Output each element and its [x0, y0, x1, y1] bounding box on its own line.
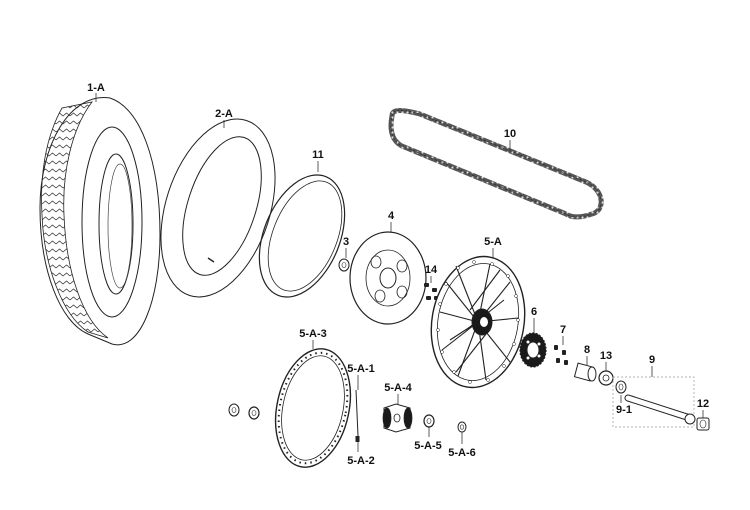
- label-spacer: 3: [343, 236, 349, 248]
- label-wheel: 5-A: [484, 236, 502, 248]
- label-bearing: 13: [600, 350, 612, 362]
- label-axle-nut: 12: [697, 398, 709, 410]
- spoke-nipple: [355, 436, 360, 442]
- tire: [39, 97, 161, 346]
- label-seal: 5-A-6: [448, 447, 476, 459]
- label-collar: 8: [584, 344, 590, 356]
- chain: [388, 108, 604, 220]
- label-sprocket-bolts: 7: [560, 324, 566, 336]
- label-spoke: 5-A-1: [347, 363, 375, 375]
- bearing: [598, 370, 614, 386]
- axle: [612, 376, 696, 428]
- part-labels: 1-A 2-A 11 10 3 4 5-A 14 6 7 8 13 9 12 9…: [87, 82, 709, 467]
- label-rim-band: 11: [312, 149, 324, 161]
- rim: [274, 348, 352, 468]
- spoke: [355, 389, 359, 437]
- label-sprocket: 6: [531, 306, 537, 318]
- brake-disc: [349, 231, 427, 325]
- label-hub-bearing: 5-A-5: [414, 440, 442, 452]
- label-tire: 1-A: [87, 82, 105, 94]
- hub: [382, 403, 413, 433]
- label-tube: 2-A: [215, 108, 233, 120]
- label-spoke-nipple: 5-A-2: [347, 455, 375, 467]
- label-bolts: 14: [425, 264, 438, 276]
- collar: [573, 362, 597, 382]
- leader-lines: [95, 93, 704, 452]
- label-brake-disc: 4: [388, 210, 395, 222]
- rim-band: [258, 174, 346, 298]
- wheel-assembly: [430, 255, 526, 389]
- label-axle: 9: [649, 354, 655, 366]
- sprocket: [519, 332, 547, 368]
- label-axle-washer: 9-1: [616, 404, 632, 416]
- label-hub: 5-A-4: [384, 382, 412, 394]
- label-rim: 5-A-3: [299, 328, 327, 340]
- inner-tube: [160, 118, 276, 298]
- label-chain: 10: [504, 128, 516, 140]
- spacer: [338, 258, 350, 272]
- disc-bolts: [424, 283, 439, 300]
- hub-bearing: [423, 414, 435, 428]
- left-spacer-pair: [228, 403, 260, 420]
- hub-seal: [457, 421, 467, 433]
- axle-washer: [615, 380, 627, 394]
- sprocket-bolts: [554, 345, 568, 365]
- axle-nut: [696, 417, 710, 431]
